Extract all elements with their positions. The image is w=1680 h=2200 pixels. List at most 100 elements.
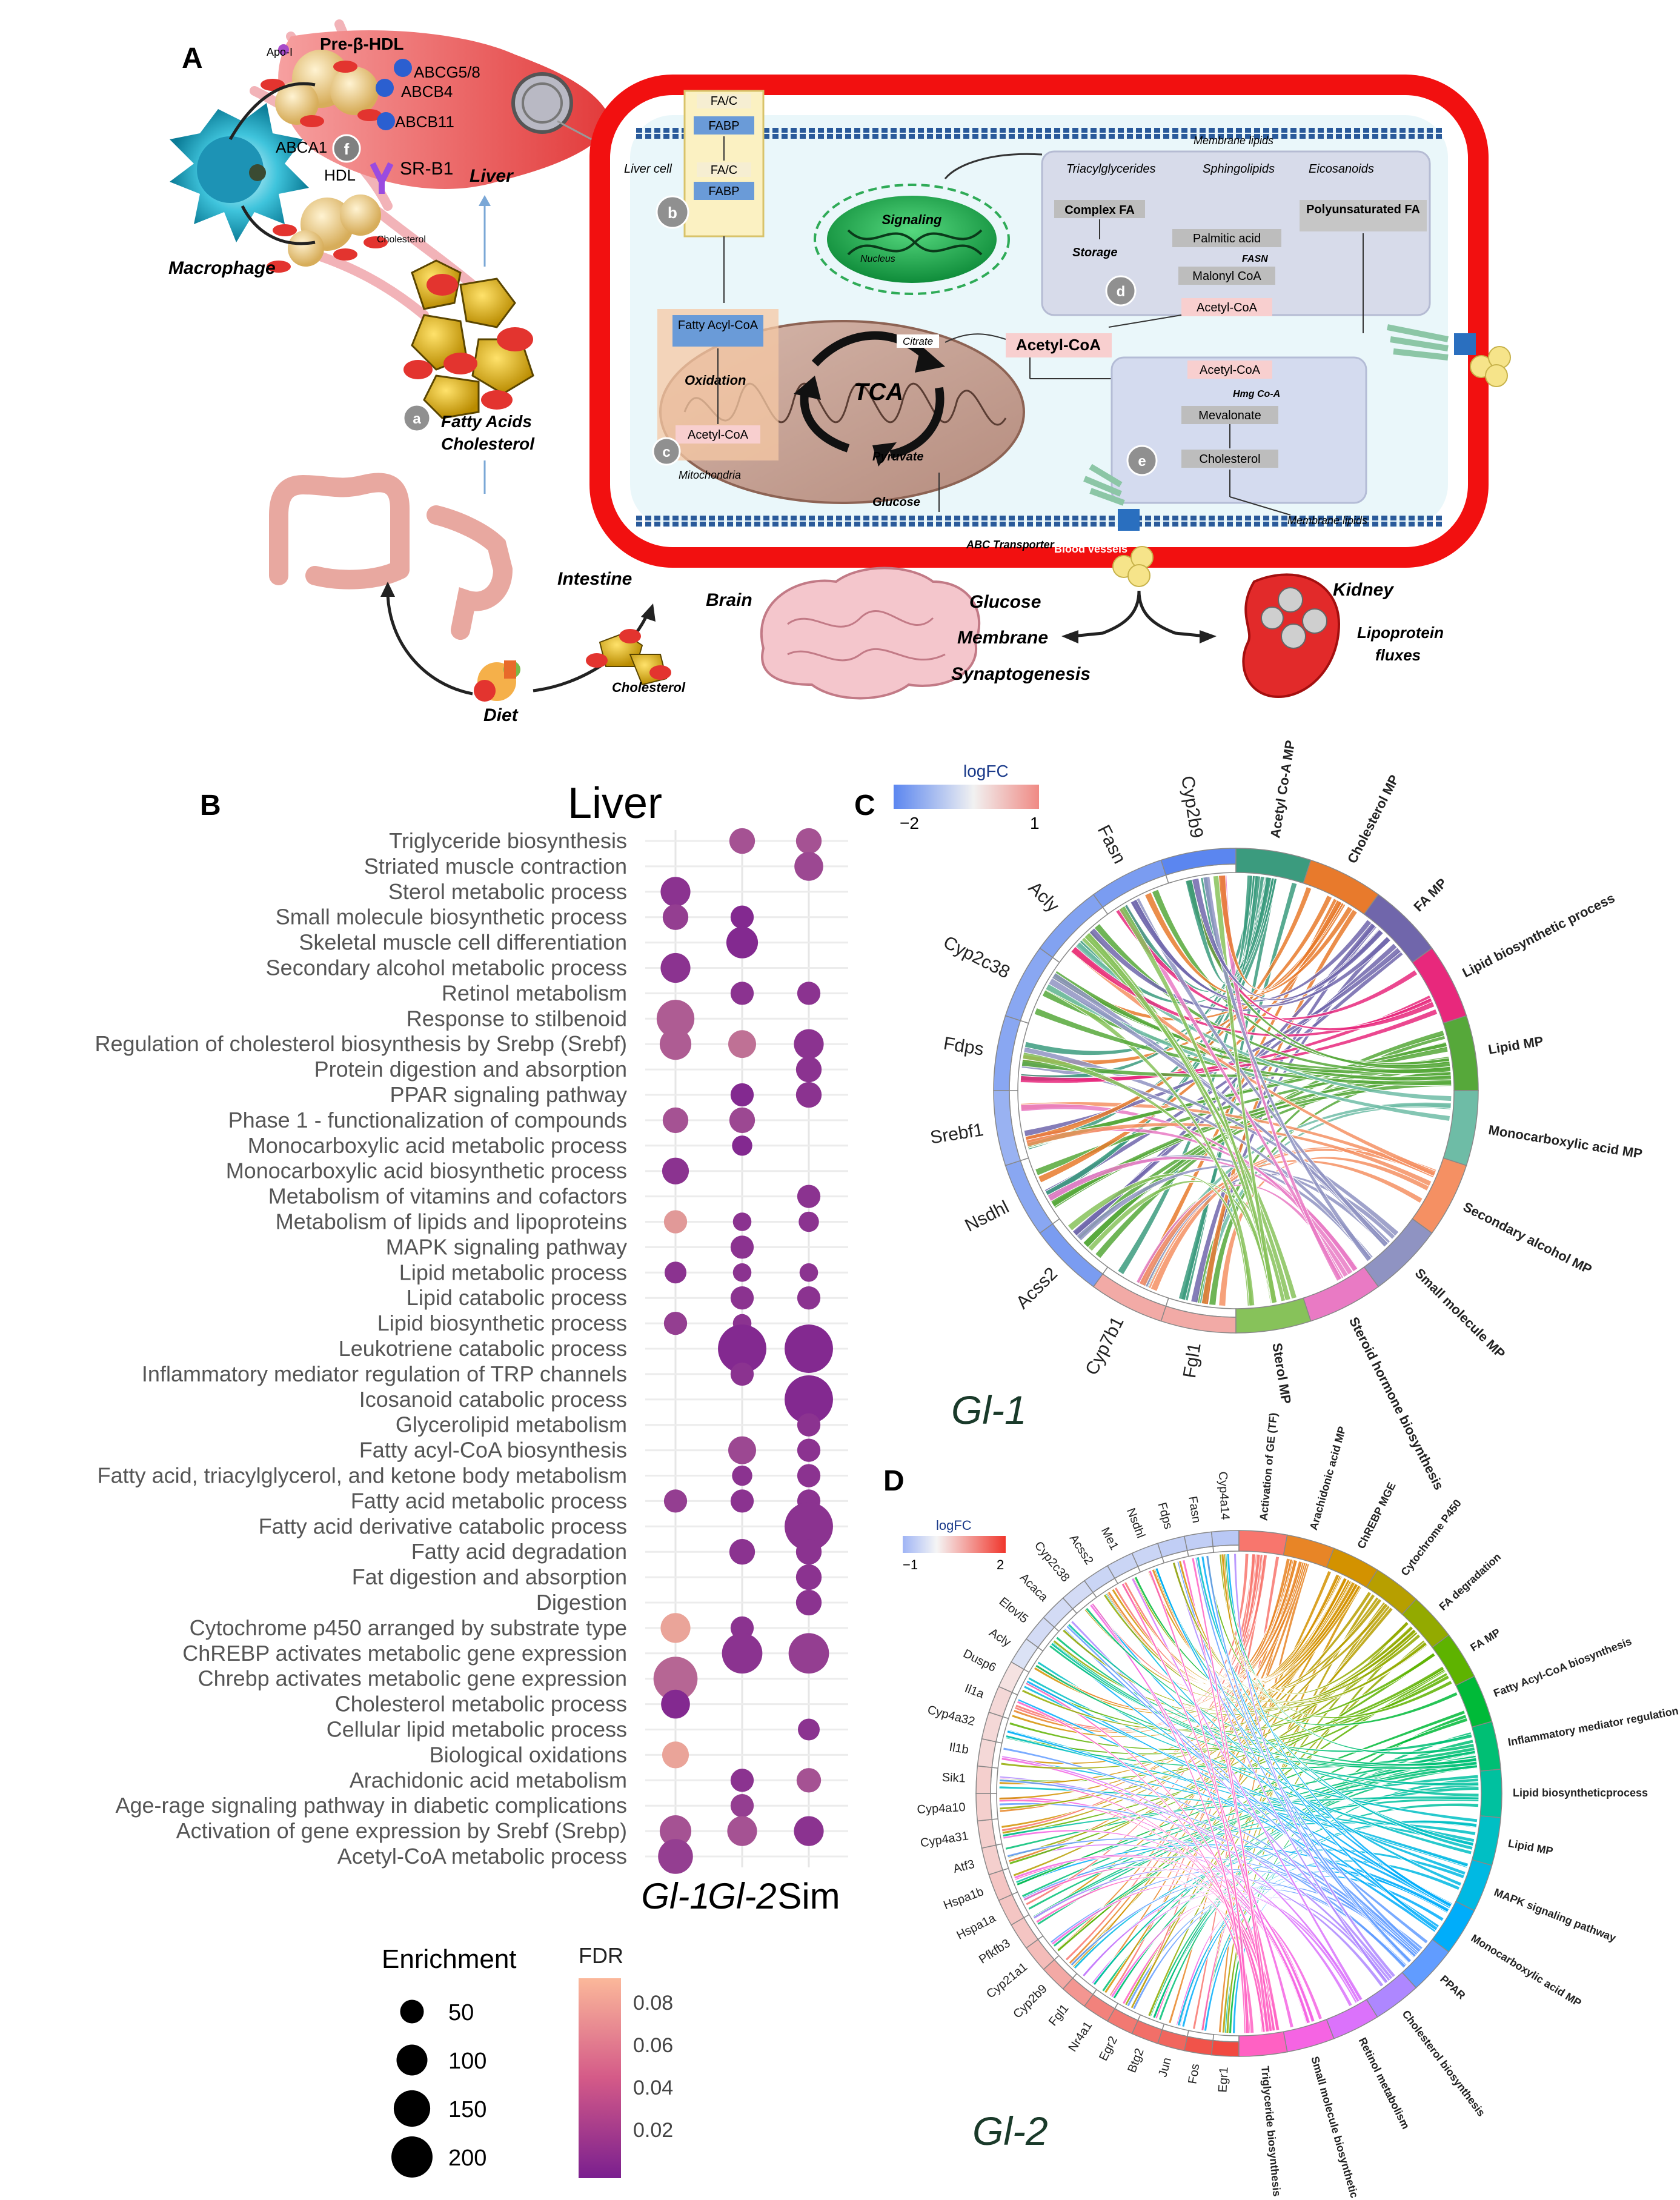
dot-point: [797, 1438, 821, 1462]
gene-label: Egr2: [1097, 2034, 1120, 2063]
gene-label: Jun: [1156, 2056, 1174, 2079]
chord-ribbon: [1123, 1554, 1256, 1682]
gene-label: Dusp6: [961, 1647, 998, 1675]
chord-ribbon: [1233, 1553, 1396, 1978]
gene-label: Cyp4a10: [917, 1801, 966, 1816]
label-pyruvate: Pyruvate: [872, 450, 924, 464]
dot-point: [785, 1502, 833, 1551]
label-fatty-acids: Fatty Acids: [441, 412, 532, 431]
term-label: Fatty acid derivative catabolic process: [259, 1514, 627, 1538]
gene-label: Fasn: [1094, 822, 1130, 866]
diet-food-icon: [474, 660, 520, 702]
size-legend-dot: [396, 2044, 428, 2076]
chord-ribbon: [1016, 1710, 1466, 1887]
svg-text:a: a: [413, 411, 421, 427]
dot-point: [730, 982, 754, 1005]
term-label: Glycerolipid metabolism: [396, 1412, 627, 1437]
dot-plot-points: [653, 828, 833, 1874]
label-intestine: Intestine: [557, 569, 632, 589]
panel-a: A: [168, 19, 1511, 725]
chord-ribbon: [1191, 1557, 1270, 2033]
gene-label: Cyp4a32: [926, 1703, 976, 1729]
dot-point: [726, 926, 759, 959]
label-complex-fa: Complex FA: [1064, 204, 1135, 217]
dot-point: [730, 1616, 754, 1640]
logfc-min-d: −1: [903, 1557, 918, 1572]
term-label: Lipid biosynthetic process: [377, 1311, 627, 1335]
label-palmitic-acid: Palmitic acid: [1193, 232, 1261, 245]
label-eicosanoids: Eicosanoids: [1309, 162, 1374, 176]
membrane-lipids-bottom: Membrane lipids: [1287, 514, 1367, 527]
term-label: Fatty acid, triacylglycerol, and ketone …: [98, 1463, 627, 1488]
label-abcg58: ABCG5/8: [414, 63, 480, 81]
chord-ribbon: [1223, 1553, 1475, 1755]
label-cholesterol-small: Cholesterol: [377, 234, 426, 245]
label-liver-cell: Liver cell: [624, 162, 672, 176]
size-legend-label: 150: [448, 2097, 486, 2122]
gene-label: Hspa1a: [955, 1911, 998, 1942]
term-label: Fatty acyl-CoA biosynthesis: [359, 1438, 627, 1463]
chord-ribbon: [1110, 1899, 1323, 2020]
label-polyunsaturated-fa: Polyunsaturated FA: [1306, 203, 1420, 216]
size-legend-label: 100: [448, 2049, 486, 2074]
term-label: Protein digestion and absorption: [314, 1057, 627, 1082]
chord-ribbon: [1024, 1681, 1276, 2032]
term-label: Striated muscle contraction: [364, 854, 627, 879]
term-label: Arachidonic acid MP: [1307, 1425, 1349, 1532]
dot-point: [730, 1769, 754, 1792]
panel-letter-d: D: [883, 1465, 905, 1497]
term-label: Small molecule MP: [1412, 1265, 1509, 1361]
chord-ribbon: [1120, 876, 1272, 993]
term-label: Sterol metabolic process: [388, 879, 627, 904]
term-label: Lipid biosynthetic process: [1460, 890, 1618, 980]
label-hdl: HDL: [324, 166, 356, 184]
term-label: Monocarboxylic acid MP: [1487, 1122, 1643, 1161]
dot-point: [663, 1489, 688, 1513]
column-label: Gl-2: [708, 1876, 776, 1916]
column-label: Sim: [777, 1876, 840, 1916]
chord-ribbon: [1021, 894, 1333, 1066]
label-diet: Diet: [483, 705, 519, 725]
gene-label: Fgl1: [1046, 2002, 1072, 2029]
dot-point: [797, 1413, 821, 1437]
chord-ribbon: [1049, 1643, 1440, 1929]
gene-label: Btg2: [1125, 2047, 1146, 2075]
term-label: Biological oxidations: [430, 1742, 627, 1767]
dot-point: [785, 1324, 833, 1373]
term-label: Regulation of cholesterol biosynthesis b…: [95, 1031, 627, 1056]
dot-point: [658, 1839, 693, 1874]
dot-point: [663, 1210, 688, 1234]
fac-label-2: FA/C: [711, 164, 737, 177]
dot-point: [795, 1539, 822, 1565]
chord-ribbon: [1172, 1561, 1389, 1984]
dot-point: [722, 1633, 763, 1674]
dot-point: [718, 1324, 766, 1373]
abcb4-transporter: [376, 79, 394, 97]
gene-label: Srebf1: [929, 1120, 984, 1148]
label-membrane: Membrane: [957, 628, 1048, 648]
size-legend-label: 200: [448, 2145, 486, 2171]
term-label: Fatty acid metabolic process: [351, 1488, 627, 1513]
label-fasn: FASN: [1242, 254, 1268, 264]
gene-label: Cyp4a31: [920, 1829, 970, 1850]
gene-logfc-arc: [975, 1765, 993, 1794]
chord-arcs-c: [993, 848, 1479, 1334]
label-synaptogenesis: Synaptogenesis: [951, 664, 1091, 684]
term-label: Fatty Acyl-CoA biosynthesis: [1492, 1635, 1633, 1700]
chord-ribbon: [1206, 1555, 1412, 1964]
chord-ribbon: [1205, 1555, 1453, 1719]
label-acetyl-coa-d: Acetyl-CoA: [1197, 301, 1258, 314]
label-cholesterol-main: Cholesterol: [441, 434, 535, 453]
term-label: Arachidonic acid metabolism: [350, 1767, 627, 1792]
term-label: Metabolism of vitamins and cofactors: [268, 1184, 627, 1209]
chord-ribbon: [1032, 1868, 1384, 1988]
term-label: Monocarboxylic acid MP: [1469, 1932, 1584, 2009]
dot-point: [794, 1029, 824, 1059]
lipoprotein-particles-right: [1470, 346, 1511, 387]
gene-label: Fasn: [1186, 1495, 1203, 1524]
chord-ribbon: [998, 1796, 1311, 2024]
term-label: Secondary alcohol MP: [1461, 1199, 1594, 1277]
dot-point: [730, 1286, 754, 1310]
dot-point: [653, 1657, 698, 1701]
chord-group-label-d: Gl-2: [972, 2109, 1048, 2153]
